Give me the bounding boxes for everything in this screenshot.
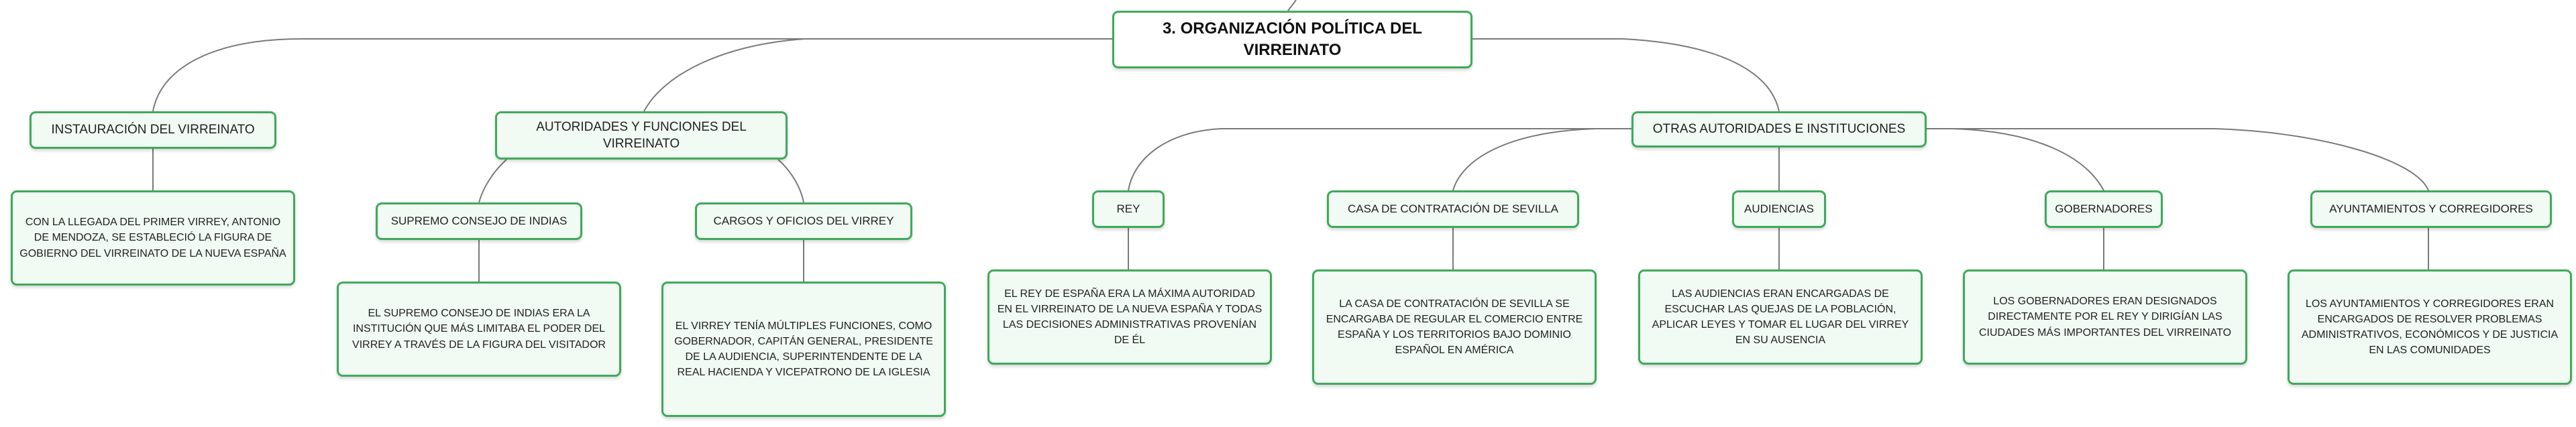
edge-root-otras — [1472, 38, 1780, 112]
topic-autoridades[interactable]: AUTORIDADES Y FUNCIONES DEL VIRREINATO — [495, 111, 788, 160]
note-casa[interactable]: LA CASA DE CONTRATACIÓN DE SEVILLA SE EN… — [1312, 269, 1597, 385]
edge-root-autoridades — [643, 38, 1112, 112]
edge-root-instauracion — [152, 38, 1112, 112]
edge-otras-ayuntamientos — [1927, 128, 2429, 191]
note-instauracion[interactable]: CON LA LLEGADA DEL PRIMER VIRREY, ANTONI… — [11, 190, 295, 286]
edge-otras-casa — [1452, 128, 1631, 191]
root-topic[interactable]: 3. ORGANIZACIÓN POLÍTICA DEL VIRREINATO — [1112, 11, 1472, 68]
note-audiencias[interactable]: LAS AUDIENCIAS ERAN ENCARGADAS DE ESCUCH… — [1638, 269, 1923, 365]
subtopic-consejo[interactable]: SUPREMO CONSEJO DE INDIAS — [376, 202, 582, 240]
edge-root-parent — [1287, 0, 1297, 11]
subtopic-casa[interactable]: CASA DE CONTRATACIÓN DE SEVILLA — [1327, 190, 1579, 228]
note-consejo[interactable]: EL SUPREMO CONSEJO DE INDIAS ERA LA INST… — [337, 282, 621, 377]
subtopic-ayuntamientos[interactable]: AYUNTAMIENTOS Y CORREGIDORES — [2310, 190, 2552, 228]
subtopic-cargos[interactable]: CARGOS Y OFICIOS DEL VIRREY — [695, 202, 912, 240]
note-rey[interactable]: EL REY DE ESPAÑA ERA LA MÁXIMA AUTORIDAD… — [987, 269, 1272, 365]
note-gobernadores[interactable]: LOS GOBERNADORES ERAN DESIGNADOS DIRECTA… — [1963, 269, 2247, 365]
edge-otras-rey — [1128, 128, 1631, 191]
topic-instauracion[interactable]: INSTAURACIÓN DEL VIRREINATO — [30, 111, 276, 149]
edge-autoridades-consejo — [478, 159, 507, 203]
subtopic-gobernadores[interactable]: GOBERNADORES — [2045, 190, 2163, 228]
subtopic-rey[interactable]: REY — [1092, 190, 1165, 228]
edge-autoridades-cargos — [777, 159, 804, 203]
note-cargos[interactable]: EL VIRREY TENÍA MÚLTIPLES FUNCIONES, COM… — [661, 282, 946, 417]
note-ayuntamientos[interactable]: LOS AYUNTAMIENTOS Y CORREGIDORES ERAN EN… — [2288, 269, 2572, 385]
edge-otras-gobernadores — [1927, 128, 2104, 191]
subtopic-audiencias[interactable]: AUDIENCIAS — [1732, 190, 1826, 228]
topic-otras[interactable]: OTRAS AUTORIDADES E INSTITUCIONES — [1631, 111, 1927, 147]
